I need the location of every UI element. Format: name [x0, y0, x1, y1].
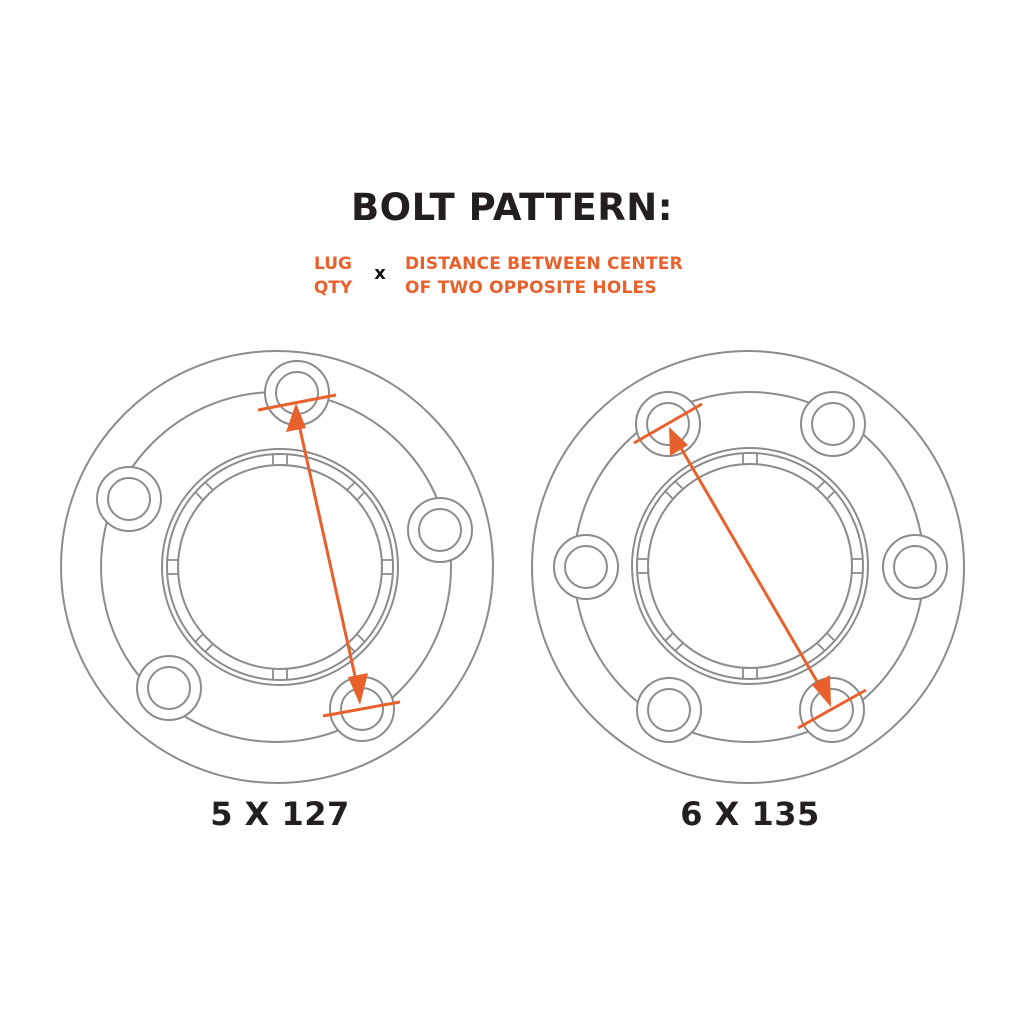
center-mark-line — [257, 393, 337, 412]
lug-qty-label: LUG QTY — [310, 252, 356, 300]
lug-qty-line2: QTY — [313, 278, 353, 298]
center-mark-line — [633, 402, 703, 445]
wheel-outer-rim — [531, 350, 965, 784]
measurement-arrow-5-lug — [257, 393, 401, 718]
lug-hole — [882, 534, 948, 600]
wheel-label-5x127: 5 X 127 — [210, 795, 350, 833]
distance-arrow-shaft — [676, 442, 824, 691]
lug-hole — [553, 534, 619, 600]
lug-hole — [136, 655, 202, 721]
distance-label: DISTANCE BETWEEN CENTER OF TWO OPPOSITE … — [405, 252, 683, 300]
lug-qty-line1: LUG — [314, 254, 352, 274]
measurement-arrow-6-lug — [633, 402, 867, 730]
distance-line1: DISTANCE BETWEEN CENTER — [405, 254, 683, 274]
wheel-label-6x135: 6 X 135 — [680, 795, 820, 833]
lug-hole — [800, 391, 866, 457]
wheel-6-lug — [531, 350, 965, 784]
bolt-pattern-formula: LUG QTY x DISTANCE BETWEEN CENTER OF TWO… — [0, 252, 1024, 302]
wheel-5-lug — [60, 350, 494, 784]
arrowhead-icon — [669, 427, 688, 456]
center-mark-line — [797, 688, 867, 730]
multiply-operator: x — [374, 263, 386, 284]
center-mark-line — [322, 700, 401, 718]
wheel-outer-rim — [60, 350, 494, 784]
center-hub — [161, 448, 399, 686]
diagram-title: BOLT PATTERN: — [350, 186, 674, 229]
distance-line2: OF TWO OPPOSITE HOLES — [405, 278, 657, 298]
lug-hole — [264, 360, 330, 426]
arrowhead-icon — [812, 675, 831, 707]
lug-hole — [407, 497, 473, 563]
distance-arrow-shaft — [296, 419, 359, 686]
arrowhead-icon — [286, 403, 306, 432]
lug-hole — [636, 677, 702, 743]
lug-hole — [96, 466, 162, 532]
arrowhead-icon — [348, 673, 368, 705]
